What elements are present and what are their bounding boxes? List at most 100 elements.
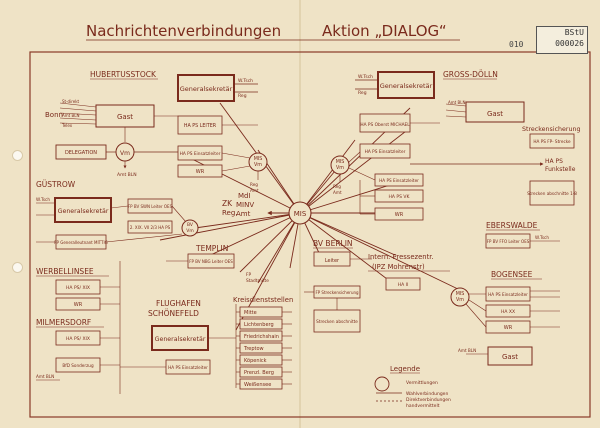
hub-gensek-label: Generalsekretär bbox=[180, 85, 233, 93]
gross-doelln-label: GROSS-DÖLLN bbox=[443, 70, 498, 79]
svg-text:Generalsekretär: Generalsekretär bbox=[58, 208, 109, 215]
legend: Legende Vermittlungen Wahlverbindungen D… bbox=[374, 365, 451, 409]
svg-text:Vm: Vm bbox=[254, 162, 262, 168]
svg-text:WR: WR bbox=[196, 169, 205, 175]
bv-vm-node bbox=[181, 219, 199, 237]
svg-text:BV: BV bbox=[187, 222, 194, 228]
guestrow-label: GÜSTROW bbox=[36, 180, 76, 189]
stamp-line1: BStU bbox=[564, 28, 584, 37]
title-action: Aktion „DIALOG“ bbox=[322, 22, 447, 40]
svg-text:Vm: Vm bbox=[120, 150, 130, 157]
svg-text:Strecken abschnitte: Strecken abschnitte bbox=[316, 319, 358, 324]
minv-label: MINV bbox=[236, 201, 254, 209]
hub-gensek-box bbox=[177, 74, 235, 102]
svg-text:Direktverbindungen: Direktverbindungen bbox=[406, 397, 451, 403]
hubertusstock-label: HUBERTUSSTOCK bbox=[90, 70, 157, 79]
svg-text:HA PS LEITER: HA PS LEITER bbox=[184, 123, 217, 129]
svg-text:FP BV FFO Leiter OES: FP BV FFO Leiter OES bbox=[487, 239, 530, 244]
svg-text:FP BV NBG Leiter OES: FP BV NBG Leiter OES bbox=[189, 259, 233, 264]
svg-text:HA PS/ XIX: HA PS/ XIX bbox=[66, 336, 90, 342]
svg-text:Reg: Reg bbox=[250, 182, 258, 187]
svg-text:HA PS: HA PS bbox=[545, 158, 563, 165]
eberswalde-label: EBERSWALDE bbox=[486, 221, 538, 230]
legend-vermittlung-icon bbox=[374, 376, 390, 392]
gd-mis-vm-node bbox=[330, 155, 350, 175]
svg-text:Telex: Telex bbox=[61, 123, 73, 128]
svg-text:WR: WR bbox=[74, 302, 83, 308]
archive-stamp: BStU 000026 bbox=[536, 26, 588, 54]
funkstelle-label: Funkstelle bbox=[545, 166, 576, 173]
kreis-label: Weißensee bbox=[244, 382, 271, 388]
guestrow-gensek-box bbox=[54, 197, 112, 223]
svg-text:FP Generalleutnant MITTIG: FP Generalleutnant MITTIG bbox=[54, 240, 108, 245]
svg-text:2. XIX. VII 2/3 HA PS: 2. XIX. VII 2/3 HA PS bbox=[130, 225, 171, 230]
streckensicherung-label: Streckensicherung bbox=[522, 126, 580, 133]
mdi-label: MdI bbox=[238, 192, 251, 200]
bog-mis-vm-node bbox=[450, 287, 470, 307]
section-guestrow: GÜSTROW Generalsekretär W.Tsch FP BV SWN… bbox=[36, 180, 199, 250]
stamp-line2: 000026 bbox=[555, 39, 584, 48]
templin-label: TEMPLIN bbox=[195, 244, 228, 253]
svg-text:HA PS Einsatzleiter: HA PS Einsatzleiter bbox=[365, 149, 406, 155]
mis-node-label: MIS bbox=[294, 210, 307, 218]
kreis-label: Treptow bbox=[243, 346, 264, 352]
svg-text:W.Tsch: W.Tsch bbox=[358, 74, 373, 80]
punch-hole bbox=[12, 262, 23, 273]
svg-text:HA II: HA II bbox=[398, 282, 409, 288]
streck-abschnitte-box bbox=[529, 180, 575, 206]
milmersdorf-label: MILMERSDORF bbox=[36, 318, 91, 327]
svg-text:HA PS/ XIX: HA PS/ XIX bbox=[66, 285, 90, 291]
zk-label: ZK bbox=[222, 199, 233, 208]
section-ipz: Intern. Pressezentr. (IPZ Mohrenstr) HA … bbox=[368, 253, 450, 291]
bonn-label: Bonn bbox=[45, 111, 63, 119]
svg-text:Reg: Reg bbox=[238, 93, 247, 99]
kreis-label: Köpenick bbox=[244, 358, 267, 364]
svg-text:handvermittelt: handvermittelt bbox=[406, 403, 440, 409]
svg-text:Gast: Gast bbox=[487, 110, 503, 118]
svg-text:FP Streckensicherung: FP Streckensicherung bbox=[315, 290, 359, 295]
svg-text:Amt BLN: Amt BLN bbox=[458, 348, 476, 353]
section-gross-doelln: GROSS-DÖLLN Generalsekretär W.Tsch Reg G… bbox=[330, 70, 580, 221]
legend-title: Legende bbox=[390, 365, 420, 373]
svg-text:Amt: Amt bbox=[250, 188, 259, 193]
svg-text:WR: WR bbox=[395, 212, 404, 218]
hub-gast-label: Gast bbox=[117, 113, 133, 121]
svg-text:Reg: Reg bbox=[358, 90, 367, 96]
section-bogensee: BOGENSEE HA PS Einsatzleiter HA XX WR MI… bbox=[450, 270, 560, 366]
kreis-label: Prenzl. Berg bbox=[244, 370, 274, 376]
section-flughafen: FLUGHAFEN SCHÖNEFELD Generalsekretär HA … bbox=[120, 299, 236, 375]
svg-text:Generalsekretär: Generalsekretär bbox=[380, 82, 433, 90]
svg-text:BfD Sonderzug: BfD Sonderzug bbox=[62, 363, 94, 368]
kreisdienststellen-label: Kreisdienststellen bbox=[233, 296, 293, 304]
svg-text:Wahlverbindungen: Wahlverbindungen bbox=[406, 391, 448, 397]
schoenefeld-label: SCHÖNEFELD bbox=[148, 309, 199, 318]
svg-text:Gast: Gast bbox=[502, 353, 518, 361]
section-hubertusstock: HUBERTUSSTOCK Generalsekretär W.Tsch Reg… bbox=[45, 70, 268, 193]
svg-text:MIS: MIS bbox=[254, 156, 263, 162]
section-werbellinsee: WERBELLINSEE HA PS/ XIX WR bbox=[36, 261, 121, 394]
zk-reg-label: Reg. bbox=[222, 209, 238, 217]
svg-text:Strecken abschnitte 1-8: Strecken abschnitte 1-8 bbox=[527, 191, 577, 196]
svg-text:HA XX: HA XX bbox=[501, 309, 515, 315]
section-milmersdorf: MILMERSDORF HA PS/ XIX BfD Sonderzug Amt… bbox=[36, 318, 120, 381]
punch-hole bbox=[12, 150, 23, 161]
gd-einsatz-box bbox=[359, 143, 411, 159]
svg-text:MIS: MIS bbox=[456, 291, 465, 297]
svg-text:Amt BLN: Amt BLN bbox=[448, 100, 465, 105]
svg-text:W.Tsch: W.Tsch bbox=[238, 78, 253, 84]
svg-text:HA PS Oberst MICHAEL: HA PS Oberst MICHAEL bbox=[360, 122, 410, 128]
kreis-label: Mitte bbox=[244, 310, 257, 316]
svg-text:St-direkt: St-direkt bbox=[62, 99, 80, 104]
svg-text:Reg: Reg bbox=[333, 184, 341, 189]
svg-text:FP: FP bbox=[246, 272, 251, 278]
bv-berlin-label: BV BERLIN bbox=[313, 239, 353, 248]
werbellinsee-label: WERBELLINSEE bbox=[36, 267, 94, 276]
stamp-serial: 010 bbox=[509, 40, 524, 49]
svg-text:W.Tsch: W.Tsch bbox=[535, 235, 549, 240]
svg-text:Amt BLN: Amt BLN bbox=[36, 374, 54, 379]
streck-fp-box bbox=[529, 133, 575, 149]
hub-mis-vm-node bbox=[248, 152, 268, 172]
svg-text:HA PS Einsatzleiter: HA PS Einsatzleiter bbox=[168, 365, 208, 370]
svg-text:HA PS FP- Strecke: HA PS FP- Strecke bbox=[533, 139, 571, 144]
